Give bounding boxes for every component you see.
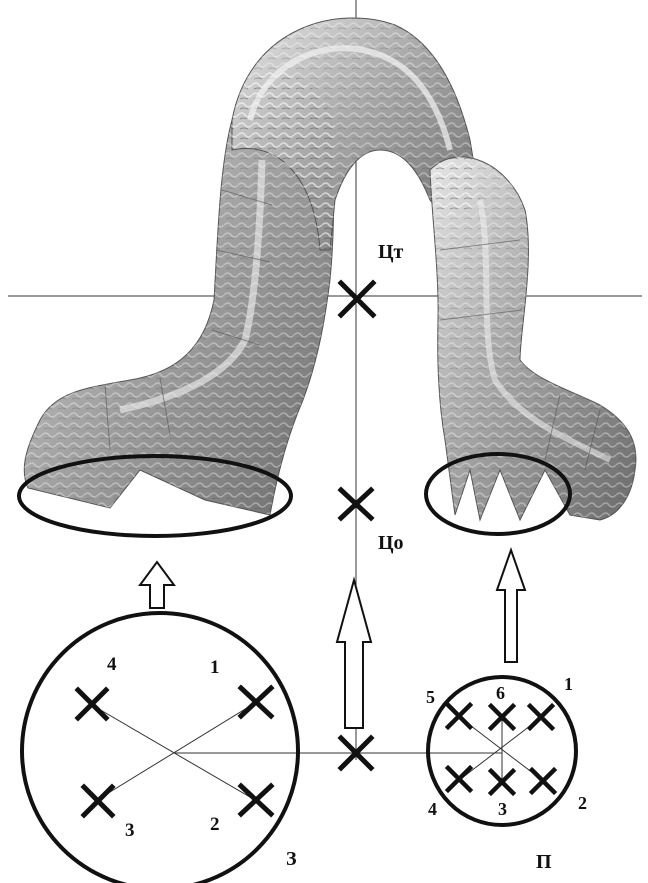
center-up-arrow: [337, 580, 371, 728]
front-group-diagram: 1 2 3 4 5 6 П: [426, 674, 587, 873]
rear-leg-number: 3: [125, 820, 135, 841]
center-of-gravity-label: Цт: [378, 241, 404, 263]
front-leg-number: 4: [428, 799, 437, 819]
center-of-gravity-mark: [341, 283, 373, 315]
front-leg-number: 3: [498, 799, 507, 819]
front-leg-number: 5: [426, 687, 435, 707]
center-of-support-label: Цо: [378, 532, 404, 554]
rear-leg-number: 4: [107, 654, 117, 675]
rear-group-label: З: [286, 848, 297, 870]
front-up-arrow: [497, 550, 525, 662]
front-leg-number: 6: [496, 683, 505, 703]
rear-group-circle: [22, 613, 298, 883]
rear-leg-number: 2: [210, 814, 220, 835]
rear-group-diagram: 1 2 3 4 З: [22, 613, 298, 883]
rear-up-arrow: [140, 562, 174, 608]
front-group-label: П: [536, 851, 552, 873]
front-leg-number: 1: [564, 674, 573, 694]
rear-leg-number: 1: [210, 657, 220, 678]
front-leg-number: 2: [578, 793, 587, 813]
caterpillar-image: [24, 18, 636, 520]
